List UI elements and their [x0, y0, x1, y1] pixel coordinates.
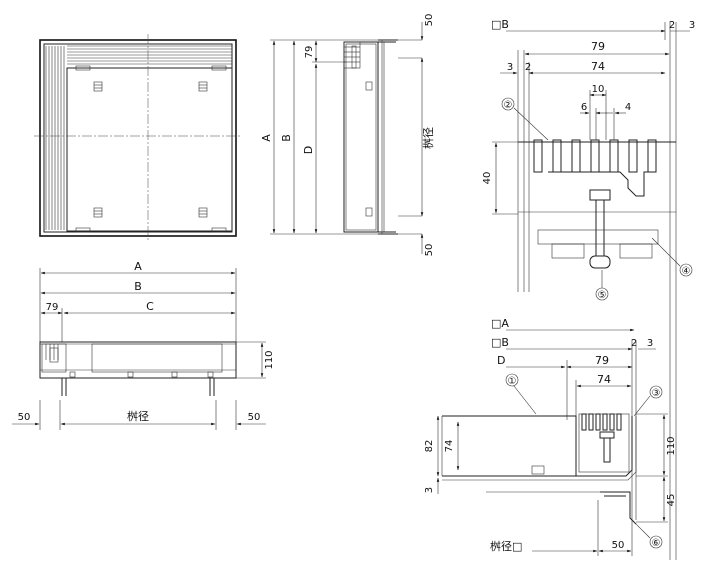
dim-3-top: 3 — [689, 20, 695, 31]
dim-74-detail-top: 74 — [591, 60, 605, 73]
detail-support-bar — [548, 171, 656, 197]
side-section-view: A B 79 D 50 桝径 50 — [260, 14, 435, 257]
dim-2-bottom: 2 — [631, 338, 637, 349]
dim-79-detail-top: 79 — [591, 40, 605, 53]
dim-B-vertical: B — [280, 134, 293, 142]
side-body — [343, 41, 379, 233]
front-body — [39, 341, 237, 379]
callout-1: ① — [508, 376, 517, 387]
dim-10-detail: 10 — [592, 84, 605, 95]
dim-B-horizontal: B — [134, 280, 142, 293]
dim-50-top: 50 — [424, 14, 435, 27]
dim-79-bottom: 79 — [595, 354, 609, 367]
plan-left-grating — [45, 46, 65, 230]
dim-square-B-top: □B — [491, 18, 509, 31]
section-frame-angle — [600, 491, 637, 525]
dim-74-vertical: 74 — [444, 440, 455, 453]
callout-5: ⑤ — [598, 290, 607, 301]
section-grating — [578, 413, 630, 473]
detail-view-top: □B 2 3 79 3 2 74 10 6 4 — [482, 18, 695, 560]
dim-50-left: 50 — [18, 412, 31, 423]
front-elevation-view: A B 79 C 110 50 — [12, 260, 275, 430]
callout-4: ④ — [682, 266, 691, 277]
dim-79-horizontal: 79 — [46, 302, 59, 313]
callout-3: ③ — [652, 388, 661, 399]
dim-A-horizontal: A — [134, 260, 142, 273]
dim-6-detail: 6 — [581, 102, 587, 113]
dim-82: 82 — [424, 440, 435, 453]
plan-cover-plate — [66, 67, 233, 232]
plan-view — [34, 34, 242, 242]
dim-3-bottom: 3 — [647, 338, 653, 349]
detail-bolt — [595, 199, 605, 257]
dim-D-bottom: D — [497, 354, 505, 367]
dim-40-detail: 40 — [482, 172, 493, 185]
dim-50-right: 50 — [248, 412, 261, 423]
dim-50-detail: 50 — [612, 540, 625, 551]
dim-masu-square: 桝径□ — [490, 539, 522, 553]
dim-50-bottom: 50 — [424, 244, 435, 257]
dim-square-A: □A — [491, 317, 509, 330]
dim-110-detail: 110 — [666, 436, 677, 455]
plan-bolt-slots — [93, 81, 208, 218]
dim-74-bottom: 74 — [597, 373, 611, 386]
dim-110-front: 110 — [264, 350, 275, 369]
dim-3-vertical: 3 — [424, 487, 435, 493]
section-box — [442, 415, 577, 477]
dim-D-vertical: D — [302, 146, 315, 154]
dim-2-top: 2 — [669, 20, 675, 31]
plan-top-grating — [67, 45, 232, 65]
dim-2-detail: 2 — [525, 62, 531, 73]
dim-C-horizontal: C — [146, 300, 154, 313]
dim-A-vertical: A — [260, 134, 273, 142]
plan-outer-frame — [39, 39, 237, 237]
dim-3-detail: 3 — [507, 62, 513, 73]
dim-79-vertical: 79 — [304, 46, 315, 59]
dim-masu-vertical: 桝径 — [421, 127, 435, 149]
dim-45: 45 — [666, 494, 677, 507]
dim-square-B-bottom: □B — [491, 336, 509, 349]
callout-2: ② — [504, 100, 513, 111]
dim-4-detail: 4 — [625, 102, 631, 113]
detail-view-bottom: □A □B 2 3 D 79 74 — [424, 317, 677, 556]
dim-masu-horizontal: 桝径 — [127, 409, 149, 423]
detail-grating-bars — [533, 139, 657, 173]
callout-6: ⑥ — [652, 538, 661, 549]
